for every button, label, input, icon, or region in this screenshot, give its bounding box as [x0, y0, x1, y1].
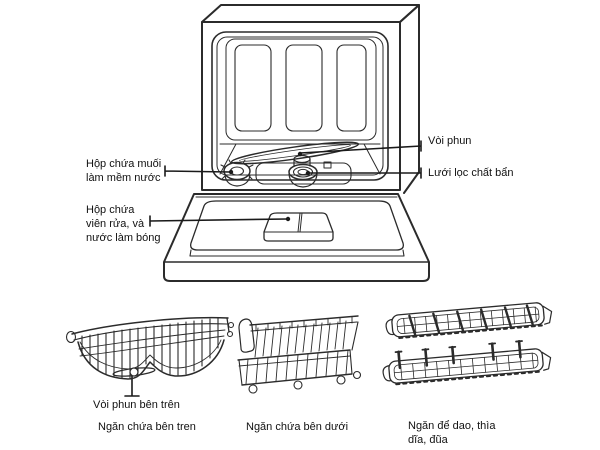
upper-basket [65, 316, 235, 380]
label-salt-container: Hộp chứa muối làm mềm nước [86, 158, 162, 184]
detergent-dispenser [263, 212, 334, 242]
tub-back-panel [225, 38, 377, 141]
label-lower-basket: Ngăn chứa bên dưới [246, 421, 349, 433]
door [163, 193, 430, 282]
cutlery-tray-bottom [382, 339, 552, 386]
leader-salt [164, 165, 234, 177]
leader-filter [305, 167, 422, 179]
leader-dispenser [149, 215, 291, 227]
cutlery-trays [382, 302, 553, 386]
label-upper-basket: Ngăn chứa bên tren [98, 421, 196, 433]
spray-arm [230, 141, 360, 165]
label-cutlery-tray: Ngăn để dao, thìa dĩa, đũa [408, 420, 496, 446]
label-spray-arm: Vòi phun [428, 135, 472, 147]
drain-clip [323, 161, 332, 169]
label-detergent-dispenser: Hộp chứa viên rửa, và nước làm bóng [86, 204, 161, 244]
label-upper-spray-arm: Vòi phun bên trên [93, 399, 180, 411]
cutlery-tray-top [385, 302, 553, 339]
lower-basket [237, 315, 362, 394]
upper-spray-arm-shape [112, 367, 156, 377]
leader-spray-arm [297, 140, 422, 157]
label-filter: Lưới lọc chất bẩn [428, 167, 514, 179]
